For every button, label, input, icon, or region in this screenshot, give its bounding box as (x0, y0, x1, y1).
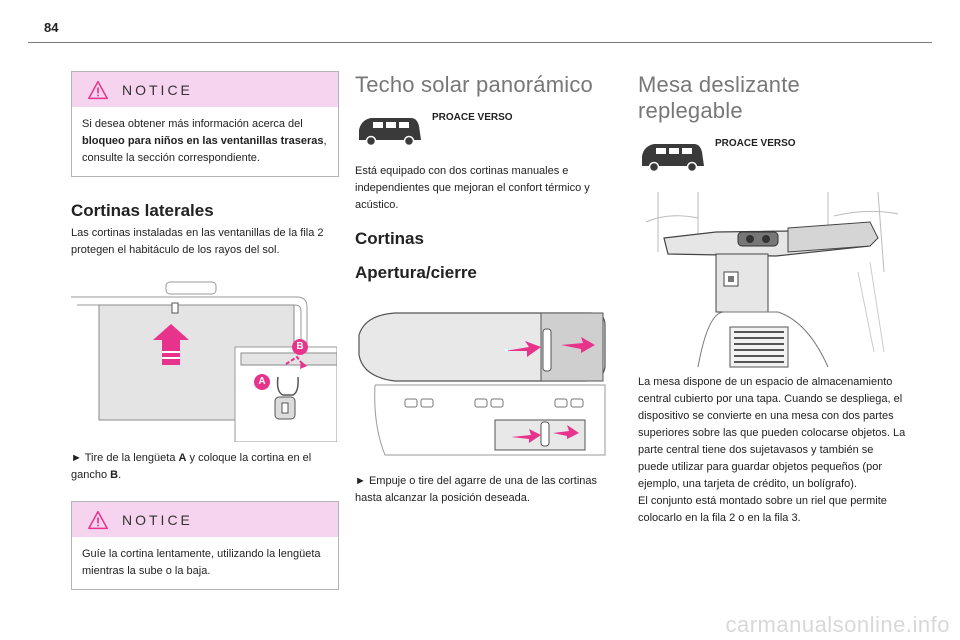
sunroof-illustration (355, 305, 621, 463)
sunroof-intro: Está equipado con dos cortinas manuales … (355, 165, 590, 211)
notice-box-child-lock: NOTICE Si desea obtener más información … (71, 71, 339, 177)
model-row: PROACE VERSO (638, 138, 906, 174)
column-left: NOTICE Si desea obtener más información … (71, 60, 339, 590)
notice-text-bold: bloqueo para niños en las ventanillas tr… (82, 135, 324, 147)
notice-text: Guíe la cortina lentamente, utilizando l… (82, 548, 321, 577)
column-middle: Techo solar panorámico PROACE VERSO Está… (355, 72, 623, 507)
model-label: PROACE VERSO (715, 138, 796, 149)
sliding-table-drawing (645, 192, 899, 368)
step-label-b: B (110, 469, 119, 481)
step-arrow-icon: ► (355, 475, 366, 487)
warning-triangle-icon (88, 80, 108, 99)
sliding-table-description: La mesa dispone de un espacio de almacen… (638, 376, 906, 490)
van-icon (642, 144, 704, 173)
watermark: carmanualsonline.info (725, 612, 950, 637)
notice-title: NOTICE (122, 511, 193, 528)
section-heading-curtains: Cortinas (355, 229, 424, 248)
callout-a-badge: A (254, 374, 270, 390)
page-number: 84 (44, 20, 59, 35)
notice-box-guide-curtain: NOTICE Guíe la cortina lentamente, utili… (71, 501, 339, 590)
side-curtain-step: ► Tire de la lengüeta A y coloque la cor… (71, 450, 339, 484)
step-label-a: A (178, 452, 187, 464)
section-title-sunroof: Techo solar panorámico (355, 72, 593, 97)
step-text: y coloque la cortina en el gancho (71, 452, 312, 481)
header-rule (28, 42, 932, 43)
step-text: Empuje o tire del agarre de una de las c… (355, 475, 598, 504)
step-text: Tire de la lengüeta (81, 452, 179, 464)
step-arrow-icon: ► (71, 452, 82, 464)
sunroof-step: ► Empuje o tire del agarre de una de las… (355, 473, 623, 507)
callout-b-badge: B (292, 339, 308, 355)
model-label: PROACE VERSO (432, 112, 513, 123)
sunroof-drawing (358, 312, 606, 456)
sliding-table-illustration (638, 192, 904, 370)
notice-text: Si desea obtener más información acerca … (72, 107, 338, 176)
notice-text-part: , consulte la sección correspondiente. (82, 135, 327, 164)
van-icon (359, 118, 421, 147)
warning-triangle-icon (88, 510, 108, 529)
section-title-sliding-table: Mesa deslizante replegable (638, 72, 800, 123)
column-right: Mesa deslizante replegable PROACE VERSO (638, 72, 906, 527)
notice-text-part: Si desea obtener más información acerca … (82, 118, 303, 130)
sliding-table-rail-note: El conjunto está montado sobre un riel q… (638, 495, 887, 524)
notice-header: NOTICE (72, 72, 338, 107)
notice-header: NOTICE (72, 502, 338, 537)
notice-title: NOTICE (122, 81, 193, 98)
side-curtain-drawing (71, 281, 337, 442)
model-row: PROACE VERSO (355, 112, 623, 148)
side-curtains-intro: Las cortinas instaladas en las ventanill… (71, 227, 324, 256)
section-subheading-open-close: Apertura/cierre (355, 263, 477, 282)
step-text: . (118, 469, 122, 481)
side-curtain-illustration: B A (71, 277, 337, 442)
section-heading-side-curtains: Cortinas laterales (71, 201, 214, 220)
